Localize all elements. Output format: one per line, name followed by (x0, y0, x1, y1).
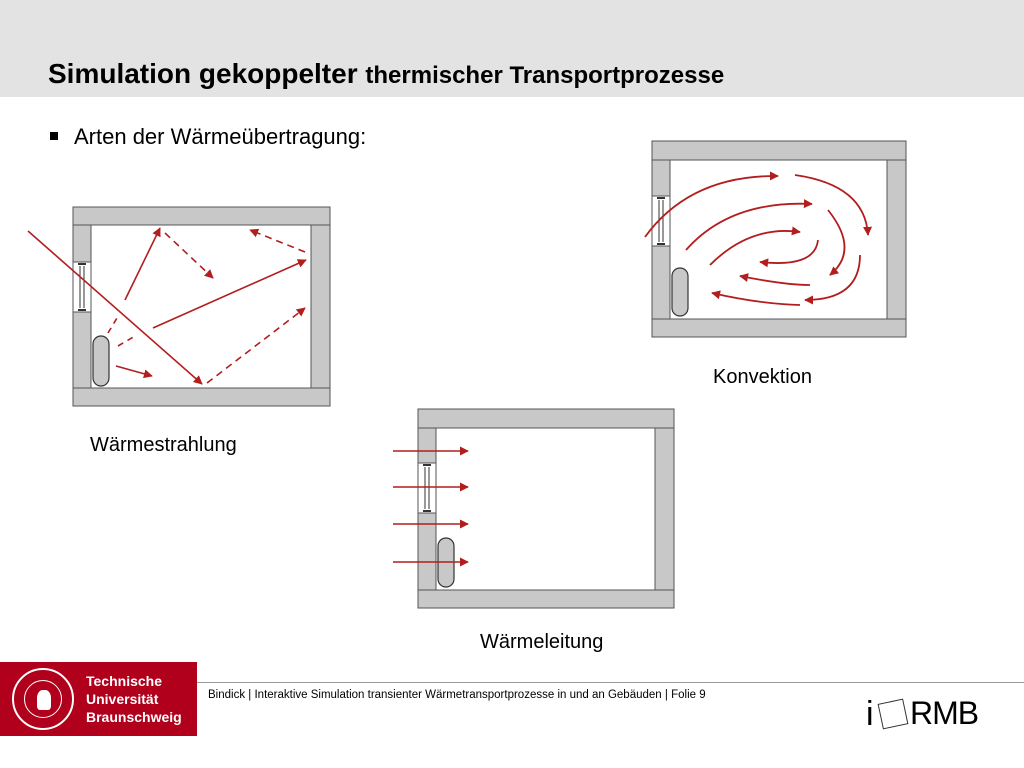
conduction-wall-top (417, 408, 675, 429)
footer-slide-number: Folie 9 (671, 689, 706, 701)
header-bar (0, 0, 1024, 97)
conduction-wall-right (654, 427, 675, 591)
convection-radiator-icon (671, 267, 689, 317)
tu-line-1: Technische (86, 673, 162, 689)
convection-room (644, 140, 907, 338)
tu-line-2: Universität (86, 691, 159, 707)
convection-wall-right (886, 159, 907, 320)
radiation-wall-top (72, 206, 331, 226)
footer-sep-1: | (248, 689, 252, 701)
bullet-square-icon (50, 132, 58, 141)
radiation-label: Wärmestrahlung (90, 434, 237, 456)
radiation-window-icon (72, 261, 92, 313)
footer-sep-2: | (664, 689, 668, 701)
conduction-arrows (393, 446, 469, 567)
irmb-logo-rmb: RMB (910, 695, 979, 731)
conduction-label: Wärmeleitung (480, 631, 604, 653)
radiation-radiator-icon (92, 335, 110, 387)
bullet-item: Arten der Wärmeübertragung: (50, 124, 366, 150)
conduction-window-icon (417, 462, 437, 514)
convection-wall-bottom (651, 318, 907, 338)
convection-window-icon (651, 195, 671, 247)
footer-divider (197, 682, 1024, 683)
convection-label: Konvektion (713, 366, 812, 388)
tu-seal-icon (12, 668, 74, 730)
conduction-room-interior (435, 427, 656, 591)
page-title: Simulation gekoppelter thermischer Trans… (48, 58, 724, 90)
convection-room-interior (669, 159, 888, 320)
irmb-logo: i RMB (866, 693, 996, 737)
bullet-text: Arten der Wärmeübertragung: (74, 124, 367, 149)
footer-text: Bindick | Interaktive Simulation transie… (208, 689, 706, 701)
radiation-wall-bottom (72, 387, 331, 407)
radiation-arrows (27, 227, 307, 385)
tu-logo-text: Technische Universität Braunschweig (86, 672, 182, 726)
conduction-room (393, 408, 675, 609)
irmb-logo-i: i (866, 695, 874, 733)
lion-icon (37, 690, 51, 710)
radiation-wall-right (310, 224, 331, 389)
title-part-1: Simulation gekoppelter (48, 58, 358, 89)
convection-arrows (644, 171, 873, 306)
radiation-room (27, 206, 331, 407)
irmb-cube-icon (877, 698, 909, 730)
footer-author: Bindick (208, 689, 246, 701)
footer-talk-title: Interaktive Simulation transienter Wärme… (254, 689, 662, 701)
conduction-wall-bottom (417, 589, 675, 609)
radiation-sun-ray (27, 230, 203, 385)
convection-wall-top (651, 140, 907, 161)
tu-line-3: Braunschweig (86, 709, 182, 725)
tu-braunschweig-logo: Technische Universität Braunschweig (0, 662, 197, 736)
title-part-2: thermischer Transportprozesse (365, 62, 725, 89)
